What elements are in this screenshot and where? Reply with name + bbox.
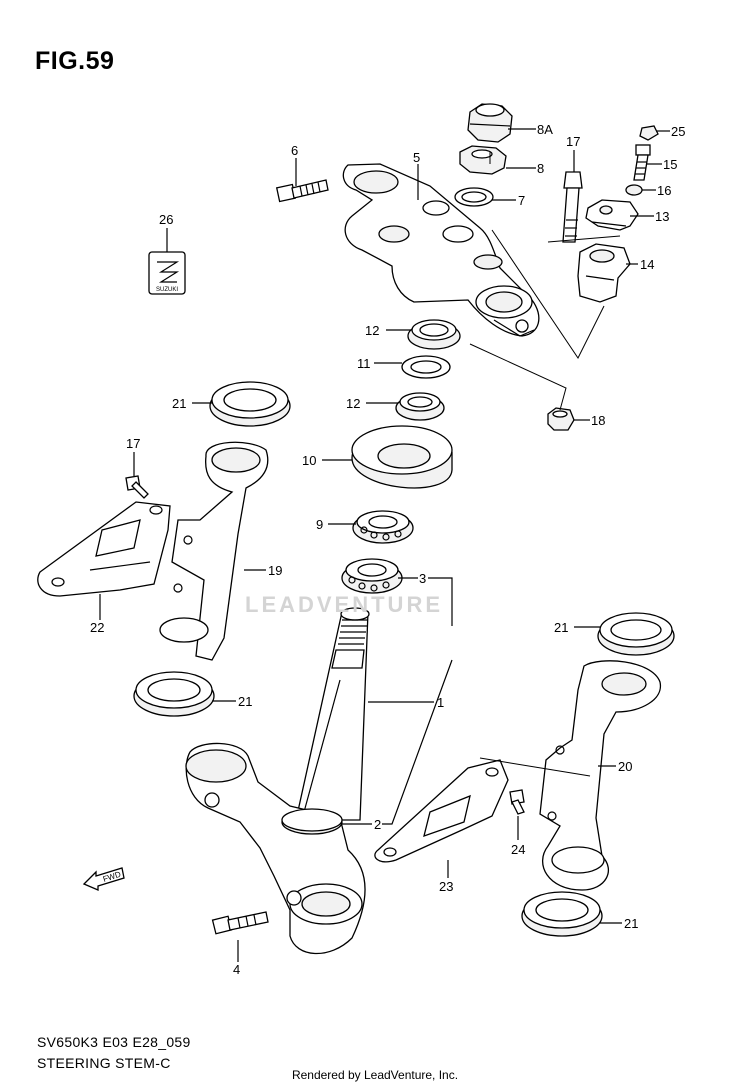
callout-3: 3: [419, 571, 426, 586]
callout-22: 22: [90, 620, 104, 635]
callout-21-right-bottom: 21: [624, 916, 638, 931]
holder-14-part: [577, 243, 631, 303]
bolt-17-long-part: [562, 171, 583, 243]
washer-16-part: [625, 184, 643, 196]
callout-13: 13: [655, 209, 669, 224]
dust-seal-2-part: [281, 808, 343, 832]
callout-16: 16: [657, 183, 671, 198]
badge-text: SUZUKI: [156, 287, 178, 293]
callout-26: 26: [159, 212, 173, 227]
nut-18-part: [547, 407, 575, 431]
callout-24: 24: [511, 842, 525, 857]
steering-nut-12-upper-part: [407, 319, 461, 350]
diagram-name: STEERING STEM-C: [37, 1055, 171, 1071]
callout-9: 9: [316, 517, 323, 532]
callout-10: 10: [302, 453, 316, 468]
fwd-arrow-icon: FWD: [82, 867, 125, 891]
dust-seal-10-part: [351, 425, 453, 489]
callout-23: 23: [439, 879, 453, 894]
callout-5: 5: [413, 150, 420, 165]
grommet-21-left-top-part: [209, 381, 291, 427]
steering-nut-12-lower-part: [395, 392, 445, 421]
suzuki-emblem-26-part: SUZUKI: [148, 251, 186, 295]
callout-15: 15: [663, 157, 677, 172]
callout-8a: 8A: [537, 122, 553, 137]
bolt-15-part: [633, 144, 651, 181]
bearing-9-part: [352, 510, 414, 544]
leader-lines: [99, 128, 670, 962]
callout-21-right-top: 21: [554, 620, 568, 635]
callout-17-top: 17: [566, 134, 580, 149]
callout-labels: 8A 8 7 5 6 17 25 15 16 13 14 18 12 11 12…: [90, 122, 685, 977]
callout-14: 14: [640, 257, 654, 272]
callout-12-upper: 12: [365, 323, 379, 338]
callout-25: 25: [671, 124, 685, 139]
callout-21-left-bottom: 21: [238, 694, 252, 709]
render-credit: Rendered by LeadVenture, Inc.: [291, 1068, 459, 1082]
callout-19: 19: [268, 563, 282, 578]
callout-17-left: 17: [126, 436, 140, 451]
callout-8: 8: [537, 161, 544, 176]
grommet-21-right-top-part: [597, 612, 675, 656]
callout-21-left-top: 21: [172, 396, 186, 411]
callout-4: 4: [233, 962, 240, 977]
bearing-3-part: [341, 558, 403, 594]
washer-7-part: [454, 187, 494, 207]
bracket-22-part: [37, 501, 171, 597]
callout-2: 2: [374, 817, 381, 832]
cable-guide-20-part: [539, 660, 661, 891]
assembly-lines: [469, 152, 621, 777]
bracket-23-part: [374, 759, 509, 863]
cable-guide-19-part: [159, 441, 269, 661]
callout-6: 6: [291, 143, 298, 158]
holder-13-part: [585, 199, 639, 231]
diagram-code: SV650K3 E03 E28_059: [37, 1034, 191, 1050]
bolt-24-part: [509, 789, 525, 815]
figure-title: FIG.59: [35, 47, 115, 75]
callout-18: 18: [591, 413, 605, 428]
bolt-6-part: [275, 179, 329, 203]
callout-1: 1: [437, 695, 444, 710]
bolt-17-short-part: [125, 475, 149, 499]
upper-bracket-part: [342, 163, 540, 337]
cap-25-part: [639, 125, 659, 141]
cap-nut-8a-part: [467, 103, 513, 143]
nut-8-part: [459, 145, 507, 175]
grommet-21-right-bottom-part: [521, 891, 603, 937]
callout-11: 11: [357, 356, 371, 371]
bolt-4-part: [211, 911, 269, 935]
steering-stem-1-part: [295, 607, 370, 821]
callout-12-lower: 12: [346, 396, 360, 411]
grommet-21-left-bottom-part: [133, 671, 215, 717]
callout-20: 20: [618, 759, 632, 774]
watermark: LEADVENTURE: [245, 592, 444, 617]
callout-7: 7: [518, 193, 525, 208]
washer-11-part: [401, 355, 451, 379]
